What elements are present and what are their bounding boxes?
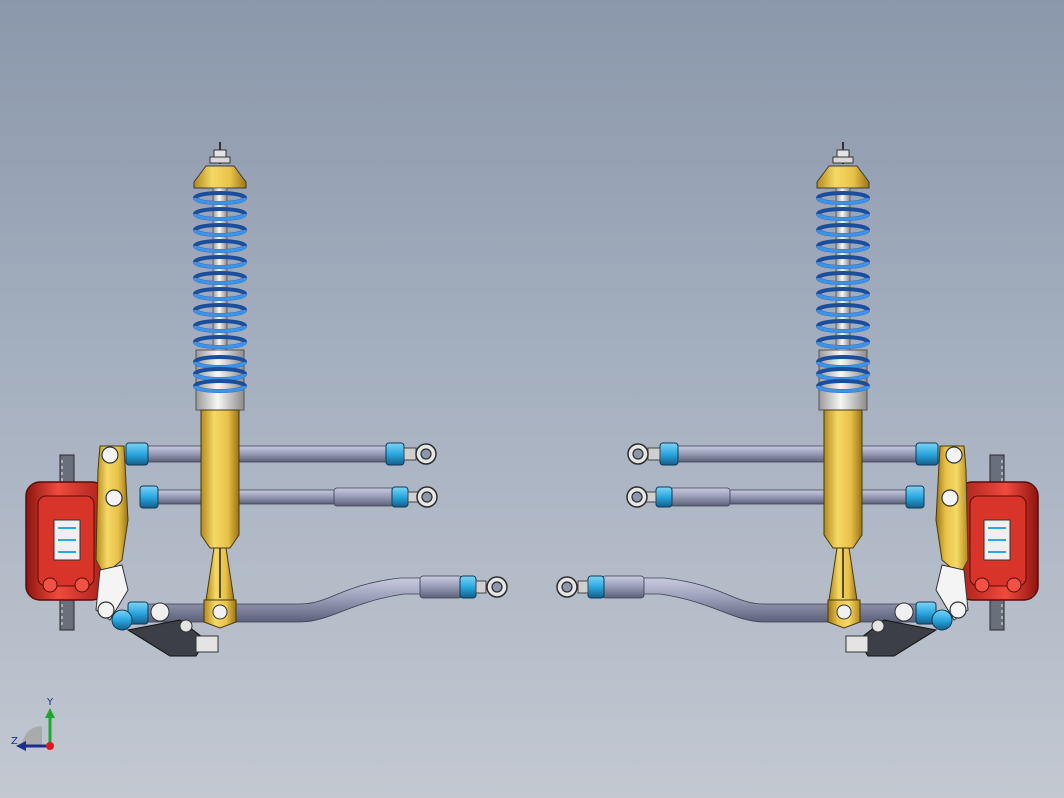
y-axis-arrow (45, 708, 55, 718)
right-coilover[interactable] (817, 142, 869, 600)
left-corner-assembly[interactable] (26, 443, 507, 656)
z-axis-arrow (16, 741, 26, 751)
y-axis-label: Y (46, 697, 54, 708)
coordinate-triad: Y Z (11, 697, 55, 751)
triad-quadrant (22, 726, 42, 746)
right-corner-assembly[interactable] (557, 443, 1038, 656)
z-axis-label: Z (11, 736, 18, 747)
left-coilover[interactable] (194, 142, 246, 600)
triad-origin (46, 742, 54, 750)
